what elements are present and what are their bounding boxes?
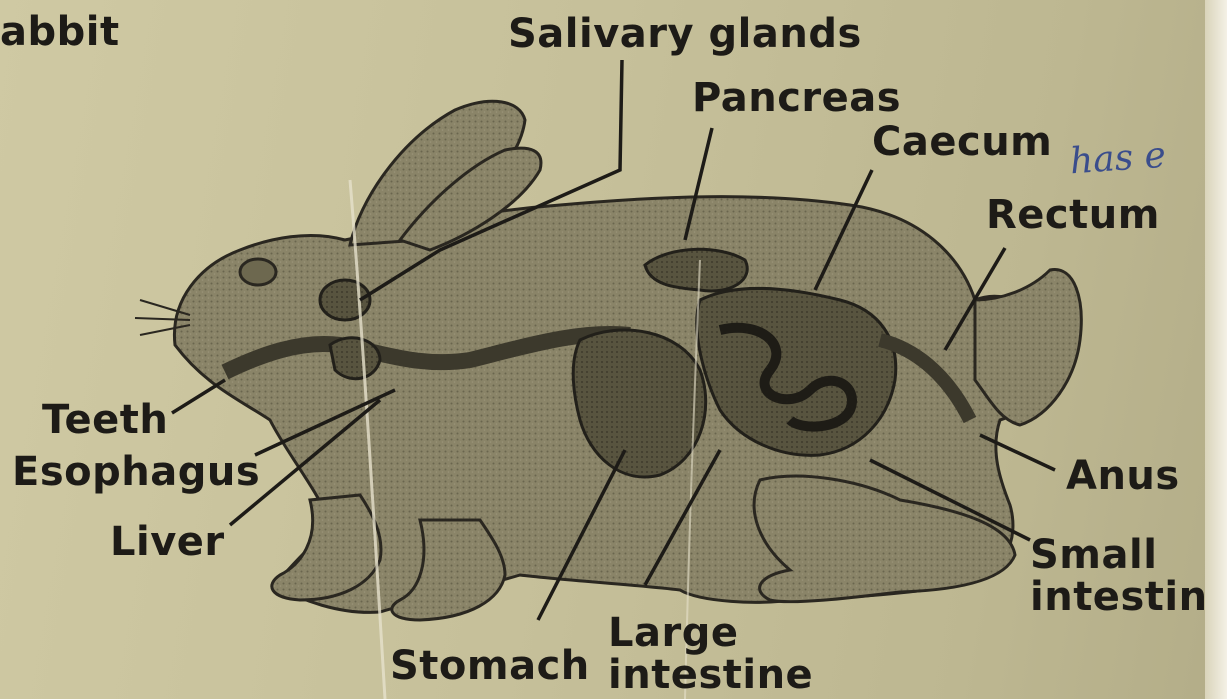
label-pancreas: Pancreas xyxy=(692,78,901,118)
label-anus: Anus xyxy=(1066,456,1180,496)
label-caecum: Caecum xyxy=(872,122,1052,162)
label-salivary-glands: Salivary glands xyxy=(508,14,862,54)
label-small-intestine: Small intestine xyxy=(1030,534,1220,618)
handwritten-note: has e xyxy=(1069,135,1168,183)
label-rectum: Rectum xyxy=(986,195,1160,235)
label-stomach: Stomach xyxy=(390,646,590,686)
page-edge xyxy=(1205,0,1227,699)
leader-teeth xyxy=(172,380,225,413)
label-large-intestine: Large intestine xyxy=(608,612,818,696)
label-liver: Liver xyxy=(110,522,225,562)
label-teeth: Teeth xyxy=(42,400,168,440)
diagram-title: abbit xyxy=(0,12,120,52)
label-esophagus: Esophagus xyxy=(12,452,260,492)
rabbit-tail xyxy=(975,270,1081,425)
liver-organ xyxy=(330,338,380,379)
rabbit-eye xyxy=(240,259,276,285)
